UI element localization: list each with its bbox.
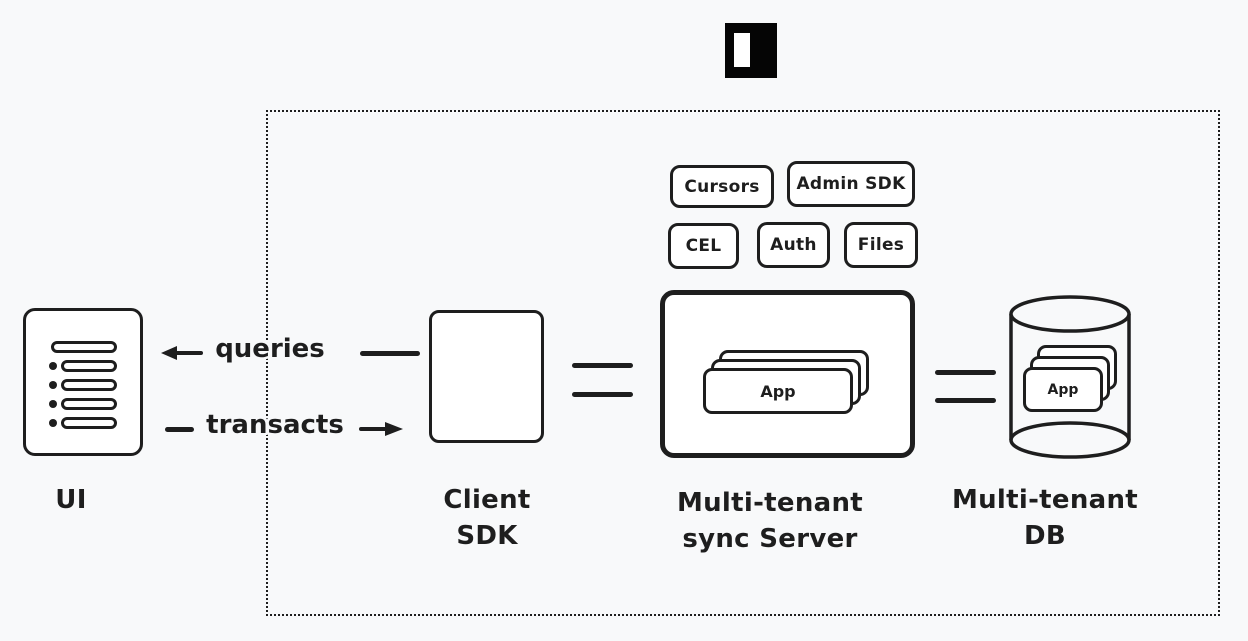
sdk-server-link-line — [572, 363, 633, 368]
feature-pill-cursors: Cursors — [670, 165, 774, 208]
list-bar — [61, 417, 117, 429]
db-label-line2: DB — [1024, 521, 1066, 551]
list-bullet — [49, 381, 57, 389]
feature-pill-label: Admin SDK — [796, 174, 906, 194]
transacts-edge-line — [165, 427, 194, 432]
ui-node-label: UI — [55, 485, 87, 515]
sync-server-node-label: Multi-tenant sync Server — [645, 485, 895, 557]
queries-edge-label: queries — [215, 334, 325, 364]
client-sdk-node-label: Client SDK — [443, 485, 531, 551]
queries-edge-line — [360, 351, 420, 356]
list-icon-row — [51, 341, 117, 353]
client-sdk-node — [429, 310, 544, 443]
app-card-front: App — [703, 368, 853, 414]
feature-pill-files: Files — [844, 222, 918, 268]
feature-pill-admin-sdk: Admin SDK — [787, 161, 915, 207]
list-icon-row — [49, 398, 117, 410]
app-card-label: App — [760, 381, 796, 401]
list-bullet — [49, 400, 57, 408]
sync-server-label-line1: Multi-tenant — [676, 488, 864, 518]
db-label-line1: Multi-tenant — [951, 485, 1139, 515]
list-bar — [61, 398, 117, 410]
list-icon-row — [49, 379, 117, 391]
list-icon — [49, 341, 117, 429]
list-bar — [51, 341, 117, 353]
feature-pill-label: CEL — [685, 236, 722, 256]
transacts-arrow-right-icon — [359, 422, 403, 436]
db-node-label: Multi-tenant DB — [920, 482, 1170, 554]
db-app-card-front: App — [1023, 367, 1103, 412]
list-icon-row — [49, 360, 117, 372]
feature-pill-auth: Auth — [757, 222, 830, 268]
sync-server-label-line2: sync Server — [682, 524, 858, 554]
sdk-server-link-line — [572, 392, 633, 397]
list-bar — [61, 379, 117, 391]
transacts-edge-label: transacts — [206, 410, 344, 440]
sync-server-boundary — [266, 110, 1220, 616]
instant-logo-icon — [725, 23, 777, 78]
feature-pill-cel: CEL — [668, 223, 739, 269]
feature-pill-label: Files — [857, 235, 905, 255]
logo-bar — [734, 33, 750, 67]
list-bullet — [49, 419, 57, 427]
db-app-card-label: App — [1047, 381, 1079, 398]
list-bullet — [49, 362, 57, 370]
list-bar — [61, 360, 117, 372]
ui-node — [23, 308, 143, 456]
feature-pill-label: Cursors — [684, 176, 760, 197]
feature-pill-label: Auth — [770, 235, 817, 255]
list-icon-row — [49, 417, 117, 429]
sync-server-node — [660, 290, 915, 458]
server-db-link-line — [935, 398, 996, 403]
queries-arrow-left-icon — [161, 346, 203, 360]
server-db-link-line — [935, 370, 996, 375]
